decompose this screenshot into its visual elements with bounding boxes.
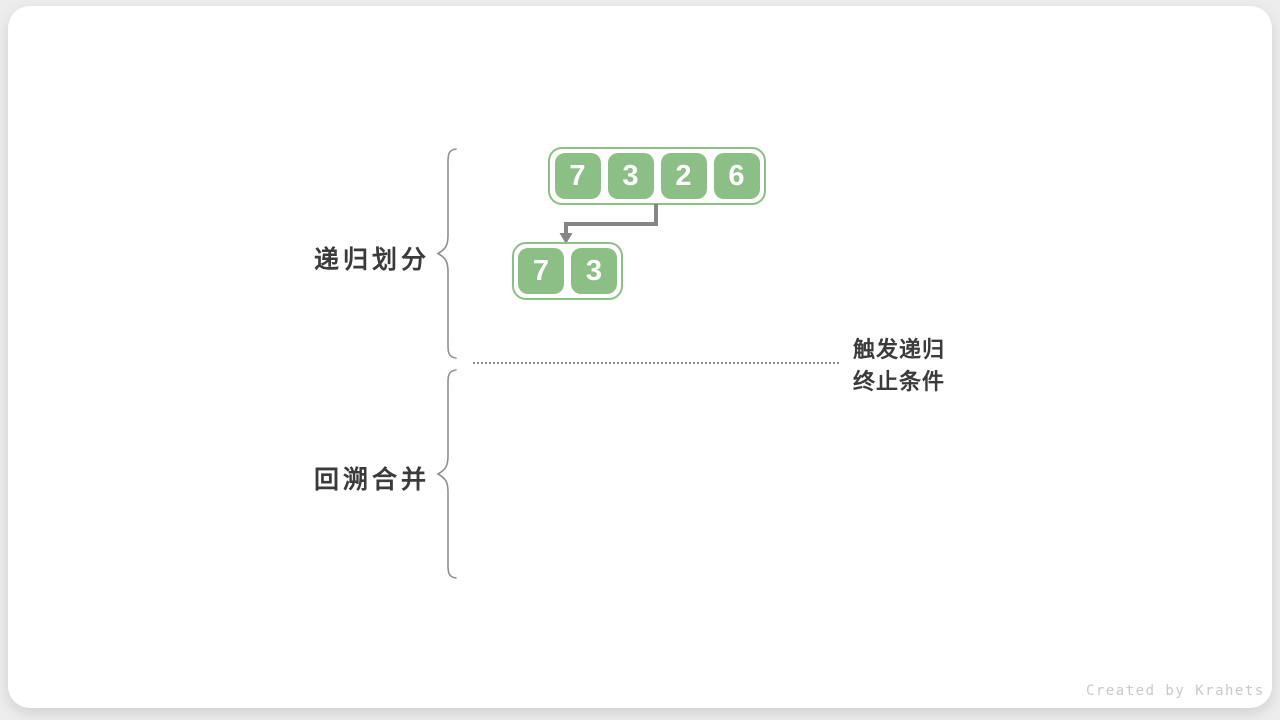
array-cell: 7 [554, 153, 601, 199]
watermark-credit: Created by Krahets [1086, 683, 1265, 699]
array-level-2: 7 3 [512, 242, 623, 300]
divide-arrow-icon [559, 204, 658, 244]
termination-label-line1: 触发递归 [853, 337, 946, 362]
array-cell: 3 [571, 248, 617, 294]
array-cell: 2 [660, 153, 707, 199]
termination-dotted-line [473, 362, 839, 364]
phase-label-merge: 回溯合并 [314, 466, 431, 494]
array-cell: 3 [607, 153, 654, 199]
phase-label-divide: 递归划分 [314, 246, 431, 274]
array-cell: 7 [518, 248, 564, 294]
array-level-1: 7 3 2 6 [548, 147, 766, 205]
array-cell: 6 [713, 153, 760, 199]
termination-label-line2: 终止条件 [853, 369, 946, 394]
curly-brace-merge-icon [436, 369, 457, 579]
canvas-card: 递归划分 回溯合并 7 3 2 6 7 3 触发递归 [8, 6, 1272, 708]
curly-brace-divide-icon [436, 148, 457, 359]
termination-label: 触发递归 终止条件 [853, 334, 945, 398]
